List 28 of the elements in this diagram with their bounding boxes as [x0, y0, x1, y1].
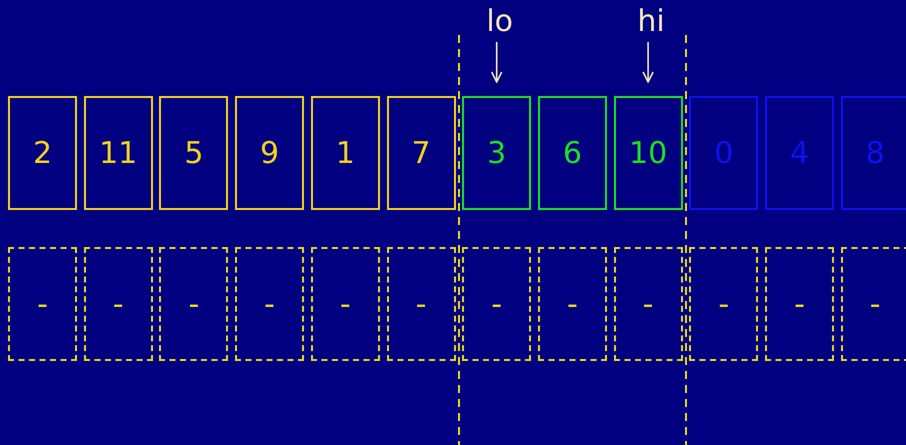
array-cell: 7 — [386, 96, 456, 210]
empty-slot: - — [840, 247, 906, 361]
array-cell: 3 — [462, 96, 532, 210]
array-cell: 8 — [840, 96, 906, 210]
array-cell: 11 — [84, 96, 153, 210]
empty-slot: - — [614, 247, 683, 361]
array-cell: 0 — [689, 96, 758, 210]
pointer-label: lo — [480, 4, 520, 40]
empty-slot: - — [462, 247, 532, 361]
pointer-label: hi — [631, 4, 672, 40]
empty-slot: - — [8, 247, 77, 361]
array-cell: 5 — [159, 96, 228, 210]
arrow — [642, 42, 654, 83]
array-cell: 2 — [8, 96, 77, 210]
empty-slot: - — [538, 247, 607, 361]
empty-slot: - — [159, 247, 228, 361]
array-cell: 4 — [765, 96, 834, 210]
arrow — [490, 42, 502, 83]
empty-slot: - — [84, 247, 153, 361]
array-cell: 1 — [310, 96, 380, 210]
empty-slot: - — [310, 247, 380, 361]
array-cell: 10 — [614, 96, 683, 210]
empty-slot: - — [386, 247, 456, 361]
array-cell: 9 — [235, 96, 304, 210]
array-cell: 6 — [538, 96, 607, 210]
empty-slot: - — [765, 247, 834, 361]
empty-slot: - — [235, 247, 304, 361]
empty-slot: - — [689, 247, 758, 361]
